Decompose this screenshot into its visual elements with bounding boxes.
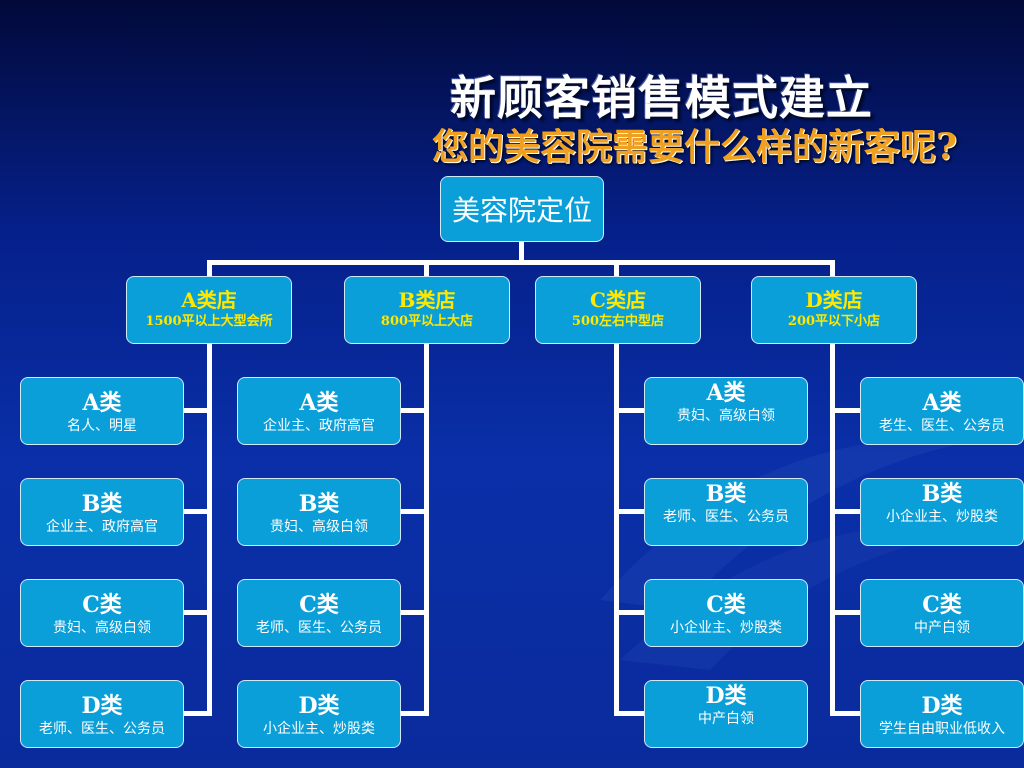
- category-node: D类 中产白领: [644, 680, 808, 748]
- connector: [830, 610, 861, 615]
- connector: [424, 260, 429, 278]
- category-node: B类 企业主、政府高官: [20, 478, 184, 546]
- store-node-a: A类店 1500平以上大型会所: [126, 276, 292, 344]
- connector: [207, 344, 212, 716]
- store-name: B类店: [398, 288, 456, 312]
- store-name: D类店: [805, 288, 863, 312]
- category-node: C类 贵妇、高级白领: [20, 579, 184, 647]
- category-name: B类: [705, 481, 747, 507]
- category-desc: 中产白领: [698, 711, 754, 727]
- store-node-c: C类店 500左右中型店: [535, 276, 701, 344]
- category-desc: 小企业主、炒股类: [886, 509, 998, 525]
- connector: [519, 242, 524, 264]
- connector: [830, 260, 835, 278]
- category-desc: 中产白领: [914, 620, 970, 636]
- category-name: A类: [706, 380, 746, 406]
- category-name: C类: [299, 592, 339, 618]
- category-name: A类: [82, 390, 122, 416]
- category-node: C类 中产白领: [860, 579, 1024, 647]
- category-node: C类 老师、医生、公务员: [237, 579, 401, 647]
- connector: [207, 260, 212, 278]
- category-desc: 企业主、政府高官: [46, 519, 158, 535]
- connector: [400, 408, 429, 413]
- connector: [830, 344, 835, 716]
- category-desc: 企业主、政府高官: [263, 418, 375, 434]
- category-node: A类 贵妇、高级白领: [644, 377, 808, 445]
- connector: [830, 711, 861, 716]
- root-label: 美容院定位: [451, 194, 592, 227]
- connector: [183, 610, 212, 615]
- category-name: D类: [81, 693, 123, 719]
- store-name: A类店: [181, 288, 237, 312]
- category-name: D类: [921, 693, 963, 719]
- category-node: D类 老师、医生、公务员: [20, 680, 184, 748]
- category-desc: 老生、医生、公务员: [879, 418, 1005, 434]
- category-node: A类 名人、明星: [20, 377, 184, 445]
- category-name: C类: [922, 592, 962, 618]
- store-node-b: B类店 800平以上大店: [344, 276, 510, 344]
- connector: [400, 610, 429, 615]
- category-desc: 名人、明星: [67, 418, 137, 434]
- connector: [183, 509, 212, 514]
- page-title: 新顾客销售模式建立: [450, 71, 873, 125]
- category-name: A类: [922, 390, 962, 416]
- store-name: C类店: [590, 288, 646, 312]
- connector: [614, 509, 644, 514]
- category-name: C类: [82, 592, 122, 618]
- connector: [424, 344, 429, 716]
- category-desc: 学生自由职业低收入: [879, 721, 1005, 737]
- category-desc: 贵妇、高级白领: [677, 408, 775, 424]
- connector: [207, 260, 834, 265]
- category-name: B类: [298, 491, 340, 517]
- category-name: A类: [299, 390, 339, 416]
- category-node: A类 老生、医生、公务员: [860, 377, 1024, 445]
- category-desc: 老师、医生、公务员: [663, 509, 789, 525]
- store-desc: 500左右中型店: [571, 314, 665, 329]
- category-name: C类: [706, 592, 746, 618]
- store-desc: 200平以下小店: [787, 314, 881, 329]
- category-name: D类: [705, 683, 747, 709]
- connector: [400, 509, 429, 514]
- connector: [614, 711, 644, 716]
- category-node: C类 小企业主、炒股类: [644, 579, 808, 647]
- category-name: D类: [298, 693, 340, 719]
- category-desc: 贵妇、高级白领: [53, 620, 151, 636]
- connector: [614, 260, 619, 278]
- category-node: B类 小企业主、炒股类: [860, 478, 1024, 546]
- connector: [830, 509, 861, 514]
- category-node: D类 小企业主、炒股类: [237, 680, 401, 748]
- category-node: B类 老师、医生、公务员: [644, 478, 808, 546]
- store-desc: 1500平以上大型会所: [145, 314, 273, 329]
- connector: [400, 711, 429, 716]
- connector: [830, 408, 861, 413]
- store-desc: 800平以上大店: [380, 314, 474, 329]
- category-desc: 小企业主、炒股类: [263, 721, 375, 737]
- category-node: A类 企业主、政府高官: [237, 377, 401, 445]
- page-subtitle: 您的美容院需要什么样的新客呢?: [432, 126, 958, 168]
- connector: [614, 610, 644, 615]
- category-desc: 小企业主、炒股类: [670, 620, 782, 636]
- connector: [614, 344, 619, 716]
- connector: [183, 408, 212, 413]
- category-desc: 贵妇、高级白领: [270, 519, 368, 535]
- category-node: B类 贵妇、高级白领: [237, 478, 401, 546]
- root-node: 美容院定位: [440, 176, 604, 242]
- store-node-d: D类店 200平以下小店: [751, 276, 917, 344]
- category-desc: 老师、医生、公务员: [39, 721, 165, 737]
- connector: [183, 711, 212, 716]
- connector: [614, 408, 644, 413]
- category-desc: 老师、医生、公务员: [256, 620, 382, 636]
- category-name: B类: [81, 491, 123, 517]
- category-node: D类 学生自由职业低收入: [860, 680, 1024, 748]
- category-name: B类: [921, 481, 963, 507]
